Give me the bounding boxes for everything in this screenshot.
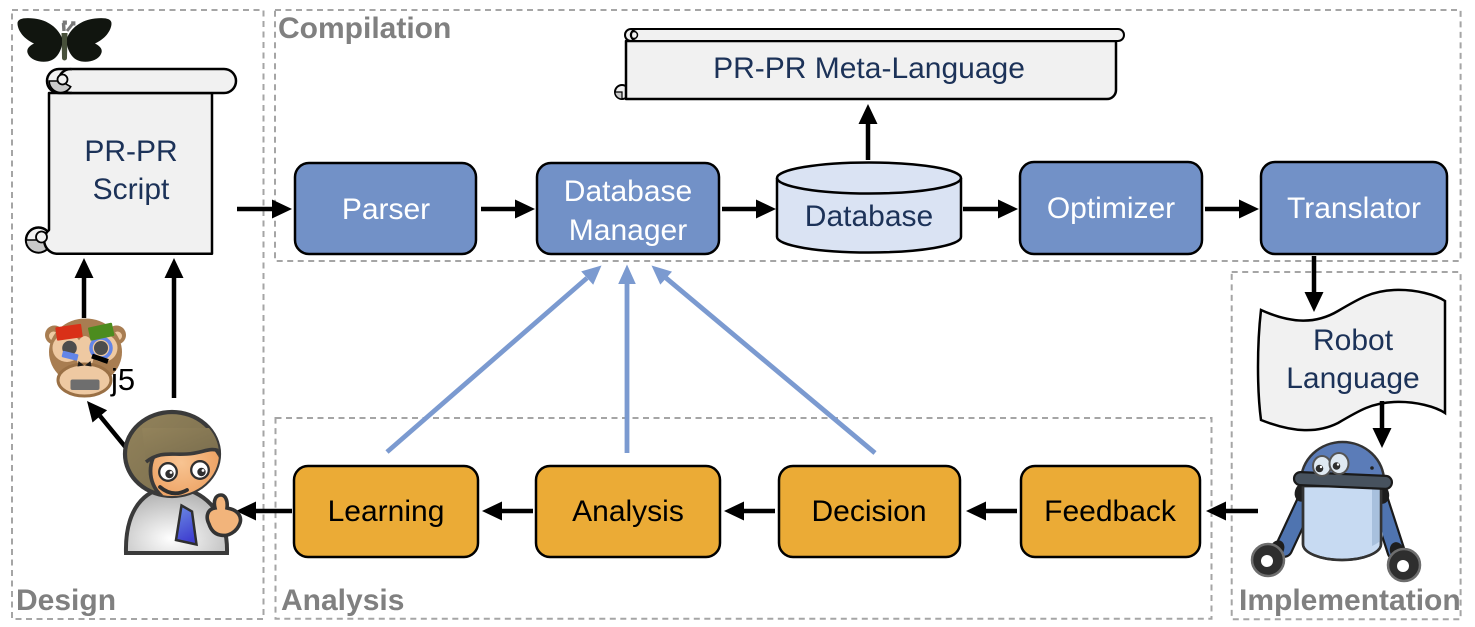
svg-text:Language: Language [1286,362,1419,395]
svg-text:Implementation: Implementation [1239,584,1461,617]
svg-text:Analysis: Analysis [572,495,684,528]
svg-text:Robot: Robot [1313,324,1394,357]
svg-text:Learning: Learning [328,495,445,528]
svg-text:PR-PR: PR-PR [84,135,177,168]
svg-text:Analysis: Analysis [281,584,404,617]
svg-text:Script: Script [93,173,170,206]
svg-text:Compilation: Compilation [278,12,451,45]
svg-text:Optimizer: Optimizer [1047,192,1175,225]
svg-text:Database: Database [805,200,933,233]
svg-text:Decision: Decision [811,495,926,528]
svg-text:Translator: Translator [1287,192,1421,225]
svg-text:PR-PR Meta-Language: PR-PR Meta-Language [713,52,1025,85]
svg-text:Feedback: Feedback [1044,495,1177,528]
svg-text:Design: Design [16,584,116,617]
svg-text:Parser: Parser [342,193,430,226]
svg-text:j5: j5 [110,362,135,397]
svg-text:Database: Database [564,175,692,208]
svg-text:Manager: Manager [569,214,687,247]
